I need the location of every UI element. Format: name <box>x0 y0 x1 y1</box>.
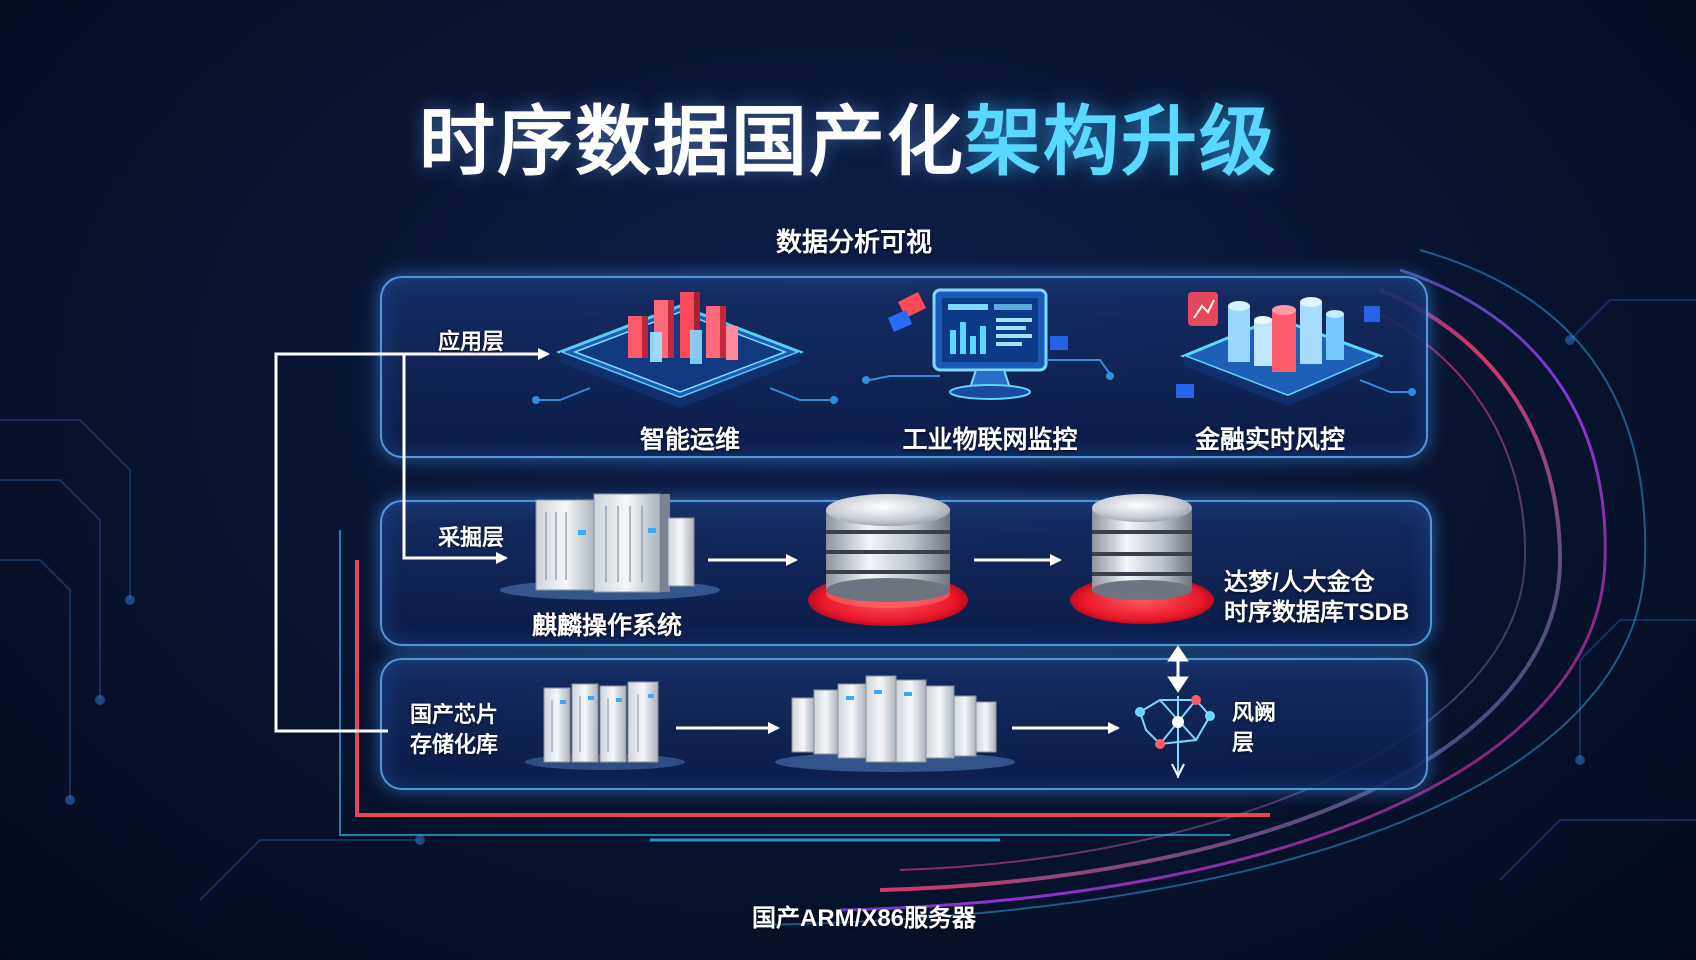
flow-arrows <box>676 554 1120 734</box>
left-connectors <box>274 348 550 733</box>
database-caption-line2: 时序数据库TSDB <box>1224 599 1410 626</box>
database-stack-icon-left <box>808 494 968 626</box>
network-node-icon <box>1135 695 1215 779</box>
database-caption: 达梦/人大金仓 时序数据库TSDB <box>1224 568 1409 628</box>
page-title: 时序数据国产化架构升级 <box>0 80 1696 190</box>
light-trails <box>759 249 1647 926</box>
title-cyan-part: 架构升级 <box>965 97 1277 186</box>
collect-layer-label: 采掘层 <box>438 525 505 550</box>
monitor-dashboard-icon <box>862 288 1114 400</box>
double-arrow-icon <box>1167 645 1189 693</box>
chip-layer-label: 国产芯片 存储化库 <box>410 700 498 760</box>
3d-bar-chart-icon <box>1176 292 1416 406</box>
bar-chart-platform-icon <box>532 292 838 408</box>
cyan-trace <box>339 530 1230 836</box>
footer-caption: 国产ARM/X86服务器 <box>752 905 977 932</box>
circuit-dots <box>65 335 1585 845</box>
app-layer-label: 应用层 <box>438 329 505 354</box>
subtitle: 数据分析可视 <box>776 227 933 257</box>
network-layer-label: 风阙 层 <box>1232 698 1276 758</box>
database-caption-line1: 达梦/人大金仓 <box>1224 569 1375 596</box>
network-layer-label-line2: 层 <box>1232 730 1255 755</box>
title-white-part: 时序数据国产化 <box>419 97 965 186</box>
server-cabinet-icon <box>500 493 720 600</box>
network-layer-label-line1: 风阙 <box>1232 700 1277 725</box>
app-caption-iot: 工业物联网监控 <box>902 426 1078 454</box>
chip-layer-label-line1: 国产芯片 <box>410 702 499 727</box>
os-caption: 麒麟操作系统 <box>532 612 683 640</box>
red-trace <box>355 560 1270 817</box>
server-cluster-icon <box>775 675 1015 772</box>
app-caption-finance: 金融实时风控 <box>1194 426 1345 454</box>
circuit-traces <box>0 299 1696 901</box>
database-stack-icon <box>1070 494 1214 624</box>
chip-layer-label-line2: 存储化库 <box>410 732 499 757</box>
chip-server-icon <box>525 681 685 770</box>
app-caption-ops: 智能运维 <box>639 426 740 454</box>
